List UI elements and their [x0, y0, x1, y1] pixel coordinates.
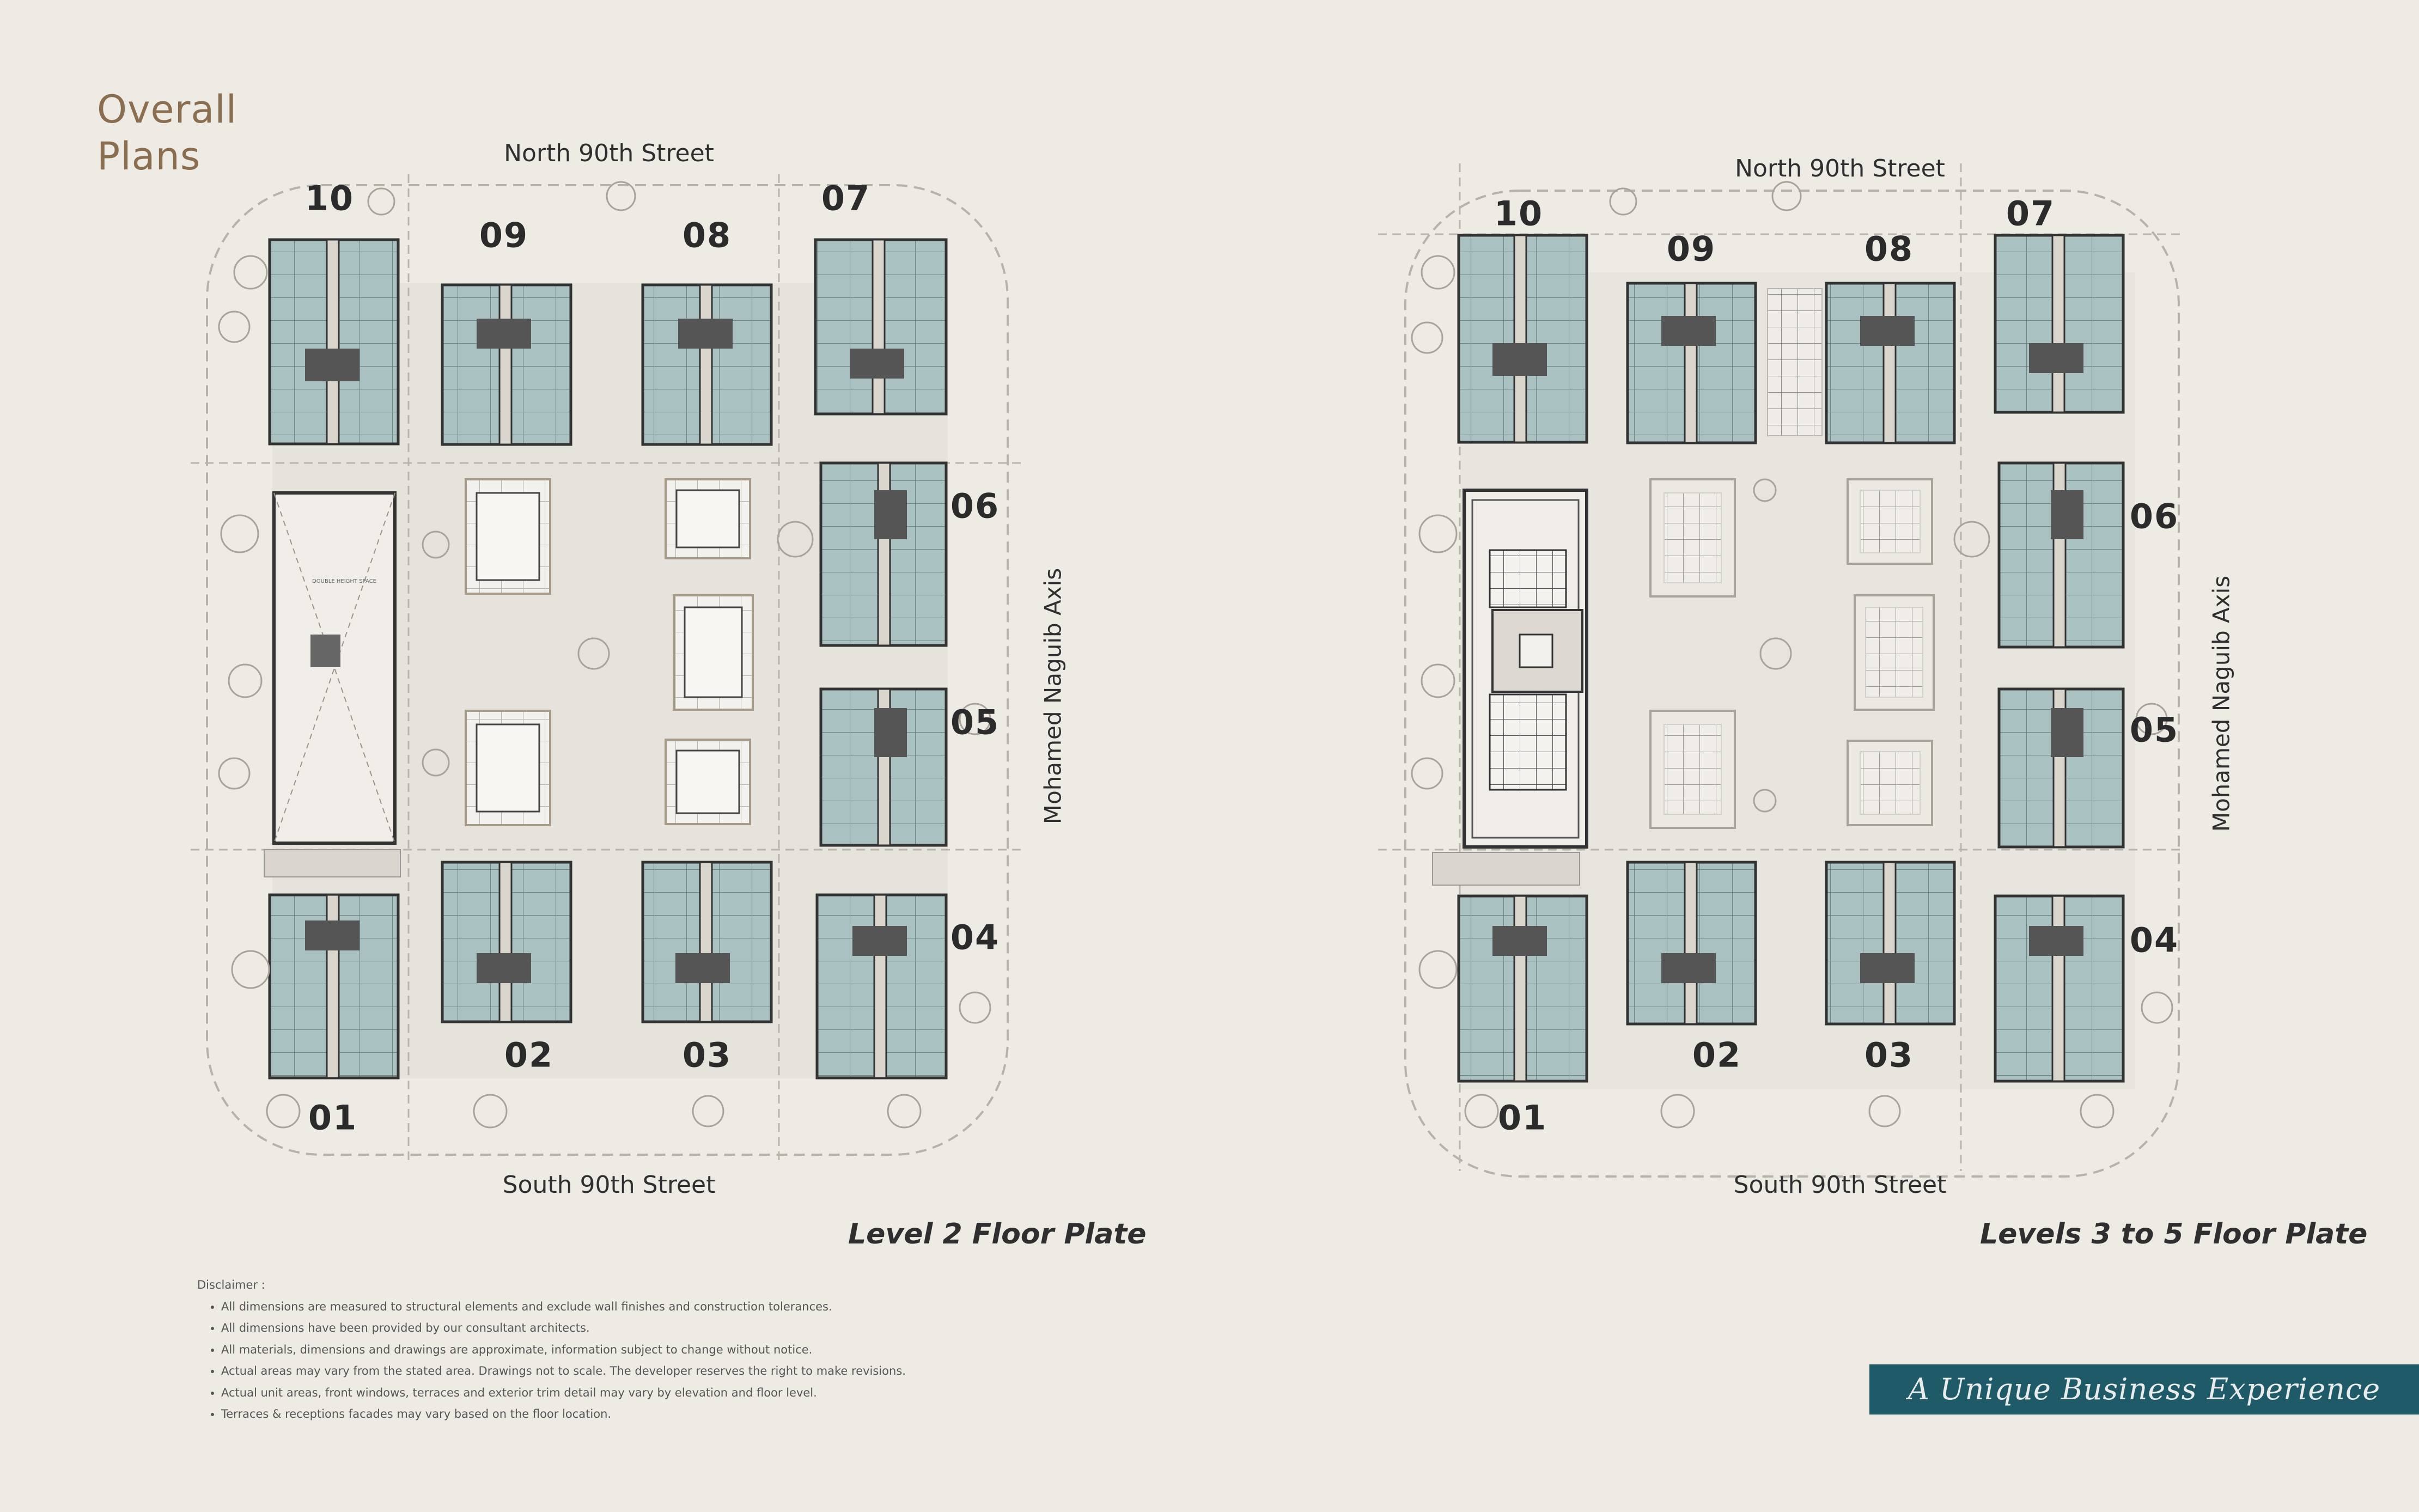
disclaimer-item: All dimensions have been provided by our…	[221, 1318, 906, 1339]
site-boundary	[206, 184, 1009, 1156]
level-2-plan: DOUBLE HEIGHT SPACE	[191, 174, 1024, 1166]
building-08-upper	[1825, 282, 1956, 444]
disclaimer-heading: Disclaimer :	[197, 1278, 265, 1291]
building-label-10-upper: 10	[1494, 193, 1544, 234]
building-02-upper	[1626, 861, 1757, 1026]
building-01	[268, 893, 400, 1080]
atrium-skylight-roof	[1432, 489, 1588, 886]
north-street-label-right: North 90th Street	[1735, 155, 1945, 182]
building-label-03-upper: 03	[1864, 1035, 1914, 1075]
building-02	[441, 861, 572, 1023]
building-label-05: 05	[950, 702, 1000, 742]
levels-3-5-caption: Levels 3 to 5 Floor Plate	[1980, 1218, 2368, 1251]
building-09-upper	[1626, 282, 1757, 444]
level-2-caption: Level 2 Floor Plate	[848, 1218, 1147, 1251]
page-title-line-1: Overall	[97, 87, 237, 132]
building-label-01-upper: 01	[1497, 1098, 1547, 1138]
site-boundary-right	[1404, 190, 2180, 1178]
building-label-04: 04	[950, 917, 1000, 958]
building-label-09: 09	[479, 215, 529, 255]
page-title: Overall Plans	[97, 86, 237, 180]
building-label-02: 02	[504, 1035, 554, 1075]
east-axis-label-right: Mohamed Naguib Axis	[2208, 575, 2235, 832]
building-label-04-upper: 04	[2129, 920, 2179, 960]
pavilion-roofs	[1649, 288, 1935, 829]
building-label-01: 01	[308, 1098, 358, 1138]
east-axis-label-left: Mohamed Naguib Axis	[1039, 568, 1067, 825]
building-label-06-upper: 06	[2129, 496, 2179, 536]
building-03-upper	[1825, 861, 1956, 1026]
tagline-banner: A Unique Business Experience	[1869, 1364, 2419, 1415]
disclaimer-item: Actual areas may vary from the stated ar…	[221, 1361, 906, 1382]
atrium-label: DOUBLE HEIGHT SPACE	[312, 578, 376, 584]
landscape-trees-right	[1411, 181, 2173, 1129]
building-05	[819, 687, 948, 847]
disclaimer-item: Terraces & receptions facades may vary b…	[221, 1404, 906, 1425]
building-08	[641, 283, 773, 446]
disclaimer-item: All dimensions are measured to structura…	[221, 1296, 906, 1318]
south-street-label-left: South 90th Street	[502, 1171, 716, 1199]
disclaimer-item: All materials, dimensions and drawings a…	[221, 1339, 906, 1361]
building-04	[815, 893, 948, 1080]
building-label-02-upper: 02	[1692, 1035, 1742, 1075]
building-10-upper	[1457, 234, 1588, 444]
building-07-upper	[1994, 234, 2125, 414]
building-label-05-upper: 05	[2129, 710, 2179, 750]
building-label-08: 08	[682, 215, 732, 255]
north-street-label-left: North 90th Street	[504, 139, 714, 167]
building-07	[814, 238, 948, 416]
building-label-07-upper: 07	[2006, 193, 2056, 234]
landscape-trees	[218, 181, 991, 1129]
page-title-line-2: Plans	[97, 134, 201, 179]
building-03	[641, 861, 773, 1023]
building-10	[268, 238, 400, 446]
building-05-upper	[1997, 687, 2125, 849]
building-04-upper	[1994, 894, 2125, 1083]
building-09	[441, 283, 572, 446]
disclaimer-list: All dimensions are measured to structura…	[197, 1296, 906, 1425]
disclaimer-item: Actual unit areas, front windows, terrac…	[221, 1382, 906, 1404]
double-height-atrium: DOUBLE HEIGHT SPACE	[264, 491, 401, 877]
building-06	[819, 461, 948, 647]
disclaimer: Disclaimer : All dimensions are measured…	[197, 1275, 906, 1425]
plaza-pavilions	[465, 478, 754, 826]
building-06-upper	[1997, 461, 2125, 649]
building-label-08-upper: 08	[1864, 229, 1914, 269]
building-label-09-upper: 09	[1666, 229, 1716, 269]
building-label-06: 06	[950, 486, 1000, 526]
building-label-07: 07	[821, 178, 871, 218]
building-label-03: 03	[682, 1035, 732, 1075]
building-label-10: 10	[304, 178, 355, 218]
levels-3-to-5-plan	[1378, 163, 2184, 1178]
building-01-upper	[1457, 894, 1588, 1083]
south-street-label-right: South 90th Street	[1733, 1171, 1947, 1199]
